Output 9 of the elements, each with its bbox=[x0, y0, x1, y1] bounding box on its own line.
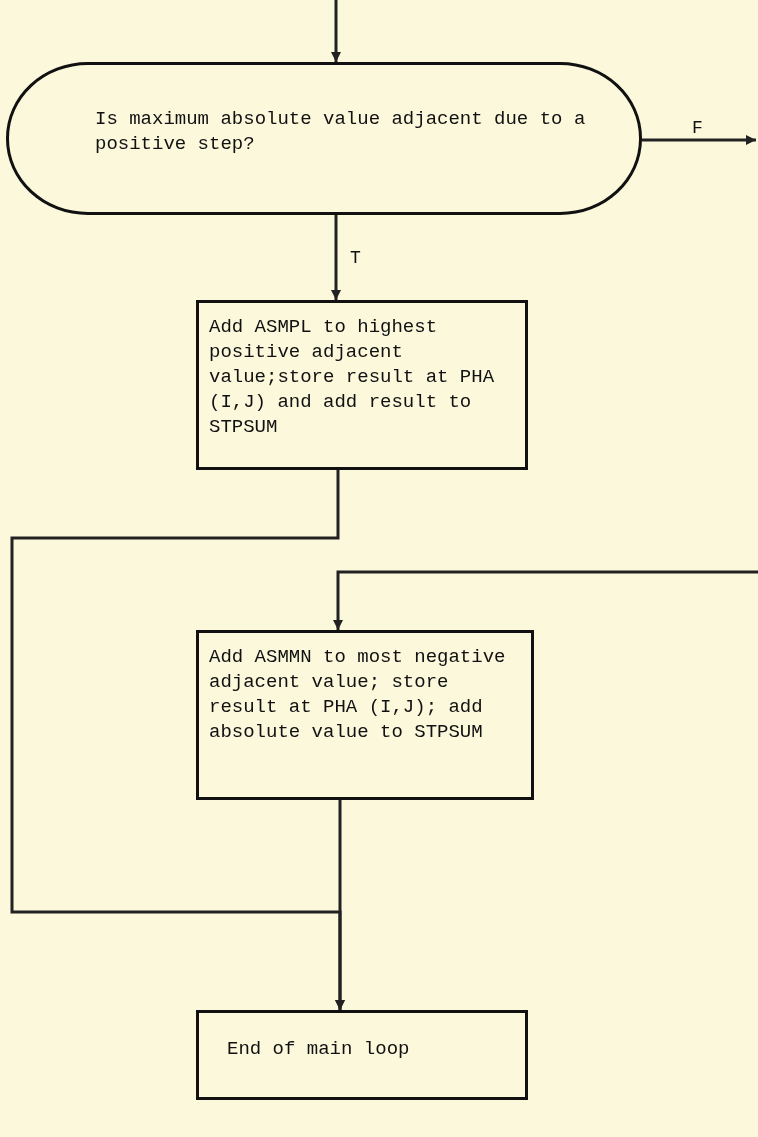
arrow bbox=[335, 800, 345, 1010]
decision-terminal: Is maximum absolute value adjacent due to a positive step? bbox=[6, 62, 642, 215]
end-box: End of main loop bbox=[196, 1010, 528, 1100]
arrow bbox=[642, 135, 756, 145]
process-box: Add ASMMN to most negative adjacent value; store result at PHA (I,J); add absolute value to STPSUM bbox=[196, 630, 534, 800]
arrow bbox=[331, 0, 341, 62]
process-box: Add ASMPL to highest positive adjacent value;store result at PHA (I,J) and add result to STPSUM bbox=[196, 300, 528, 470]
arrow bbox=[333, 570, 758, 630]
arrow bbox=[331, 215, 341, 300]
